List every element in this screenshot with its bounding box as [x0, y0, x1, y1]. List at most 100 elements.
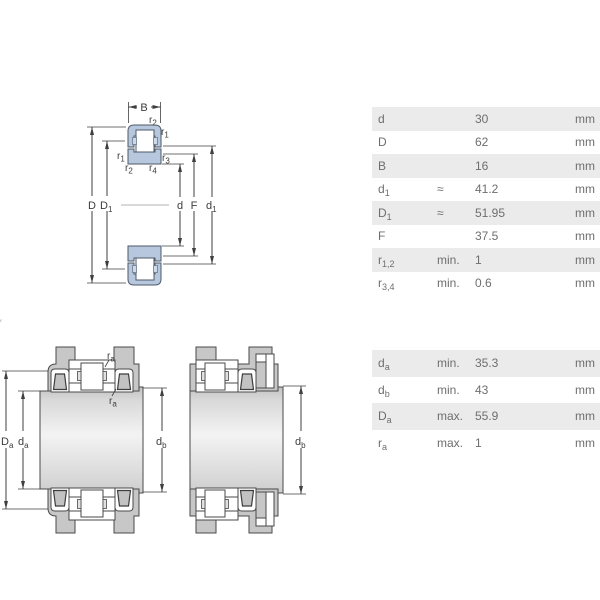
label-Da: Da	[1, 436, 14, 450]
label-db: db	[156, 436, 167, 450]
dim-symbol: d1	[378, 182, 390, 199]
dim-unit: mm	[575, 276, 595, 291]
dim-unit: mm	[575, 435, 595, 450]
dim-value: 0.6	[475, 276, 492, 291]
dim-symbol: ra	[378, 435, 388, 452]
row-ra: ra max. 1 mm	[372, 430, 600, 457]
dim-unit: mm	[575, 182, 595, 197]
dim-value: 16	[475, 158, 489, 173]
cage-tab	[201, 371, 206, 381]
roller	[80, 489, 104, 518]
extension-lines	[2, 370, 167, 510]
roller-section	[116, 489, 132, 507]
cage-tab	[132, 137, 137, 145]
dim-symbol: db	[378, 382, 390, 399]
roller	[80, 362, 104, 391]
dim-unit: mm	[575, 409, 595, 424]
dim-unit: mm	[575, 356, 595, 371]
bearing-cross-section-drawing: B D D1 d F d1 r2 r1 r1 r3 r2 r4	[84, 100, 221, 286]
dim-symbol: r1,2	[378, 252, 395, 269]
inner-ring-bottom	[127, 245, 162, 262]
dim-value: 41.2	[475, 182, 499, 197]
dim-qualifier: min.	[437, 382, 460, 397]
label-B: B	[140, 102, 147, 114]
row-F: F 37.5 mm	[372, 225, 600, 249]
dim-qualifier: ≈	[437, 182, 444, 197]
dim-value: 62	[475, 135, 489, 150]
dim-symbol: D1	[378, 205, 392, 222]
angle-ring-top	[255, 353, 275, 389]
dim-value: 37.5	[475, 229, 499, 244]
dim-unit: mm	[575, 158, 595, 173]
abutment-table: da min. 35.3 mm db min. 43 mm Da max. 55…	[372, 350, 600, 456]
roller-section	[239, 489, 255, 507]
cage-tab	[153, 137, 158, 145]
dim-value: 1	[475, 435, 482, 450]
roller-section	[52, 489, 68, 507]
label-gaps	[84, 100, 221, 211]
roller-section	[116, 373, 132, 391]
label-r3-right: r3	[162, 153, 170, 166]
dim-unit: mm	[575, 135, 595, 150]
bearing-section-bottom	[195, 487, 239, 521]
label-gap	[293, 431, 310, 448]
dim-value: 55.9	[475, 409, 499, 424]
leader-lines	[104, 359, 117, 397]
row-r12: r1,2 min. 1 mm	[372, 248, 600, 272]
label-da: da	[18, 436, 29, 450]
dim-qualifier: ≈	[437, 205, 444, 220]
dim-symbol: D	[378, 135, 387, 150]
dim-qualifier: max.	[437, 409, 464, 424]
stray-crop-mark: ′	[0, 318, 2, 328]
bearing-section-bottom	[68, 487, 116, 521]
angle-ring-bottom	[255, 491, 275, 527]
dim-symbol: da	[378, 356, 390, 373]
label-db: db	[295, 436, 306, 450]
dim-value: 51.95	[475, 205, 506, 220]
shaft	[39, 386, 144, 494]
label-D1: D1	[100, 200, 113, 214]
label-gaps	[0, 431, 170, 448]
row-d: d 30 mm	[372, 107, 600, 131]
bearing-section-top	[68, 359, 116, 393]
dim-symbol: d	[378, 111, 385, 126]
dim-value: 1	[475, 252, 482, 267]
label-ra-mid: ra	[109, 396, 117, 409]
dim-unit: mm	[575, 229, 595, 244]
cage-tab	[132, 265, 137, 273]
roller-top	[135, 129, 155, 153]
label-r1-left: r1	[117, 151, 125, 164]
roller	[204, 489, 226, 518]
dim-symbol: r3,4	[378, 276, 395, 293]
row-D: D 62 mm	[372, 131, 600, 155]
cage-tab	[77, 499, 82, 509]
cage-tab	[224, 371, 229, 381]
label-ra-top: ra	[107, 351, 115, 364]
dim-qualifier: min.	[437, 276, 460, 291]
roller-bottom	[135, 257, 155, 281]
dim-symbol: F	[378, 229, 386, 244]
dimensions-table: d 30 mm D 62 mm B 16 mm d1 ≈ 41.2 mm D1 …	[372, 107, 600, 295]
dim-value: 35.3	[475, 356, 499, 371]
label-d: d	[177, 200, 183, 212]
bearing-section-top	[195, 359, 239, 393]
label-r2-top: r2	[149, 115, 157, 128]
dim-unit: mm	[575, 205, 595, 220]
label-r2-bottom: r2	[125, 163, 133, 176]
mounting-drawing-right: db	[189, 346, 310, 534]
dimension-labels: B D D1 d F d1 r2 r1 r1 r3 r2 r4	[88, 102, 217, 214]
roller-section	[52, 373, 68, 391]
row-db: db min. 43 mm	[372, 377, 600, 404]
row-D1: D1 ≈ 51.95 mm	[372, 201, 600, 225]
label-F: F	[191, 200, 198, 212]
label-D: D	[88, 200, 96, 212]
label-r4: r4	[149, 163, 157, 176]
dim-qualifier: max.	[437, 435, 464, 450]
cage-tab	[153, 265, 158, 273]
dim-value: 43	[475, 382, 489, 397]
cage-tab	[102, 371, 107, 381]
mounting-drawing-left: Da da db ra ra	[0, 346, 170, 534]
dim-unit: mm	[575, 382, 595, 397]
label-r1-top: r1	[161, 127, 169, 140]
dimension-labels: Da da db ra ra	[1, 351, 167, 450]
